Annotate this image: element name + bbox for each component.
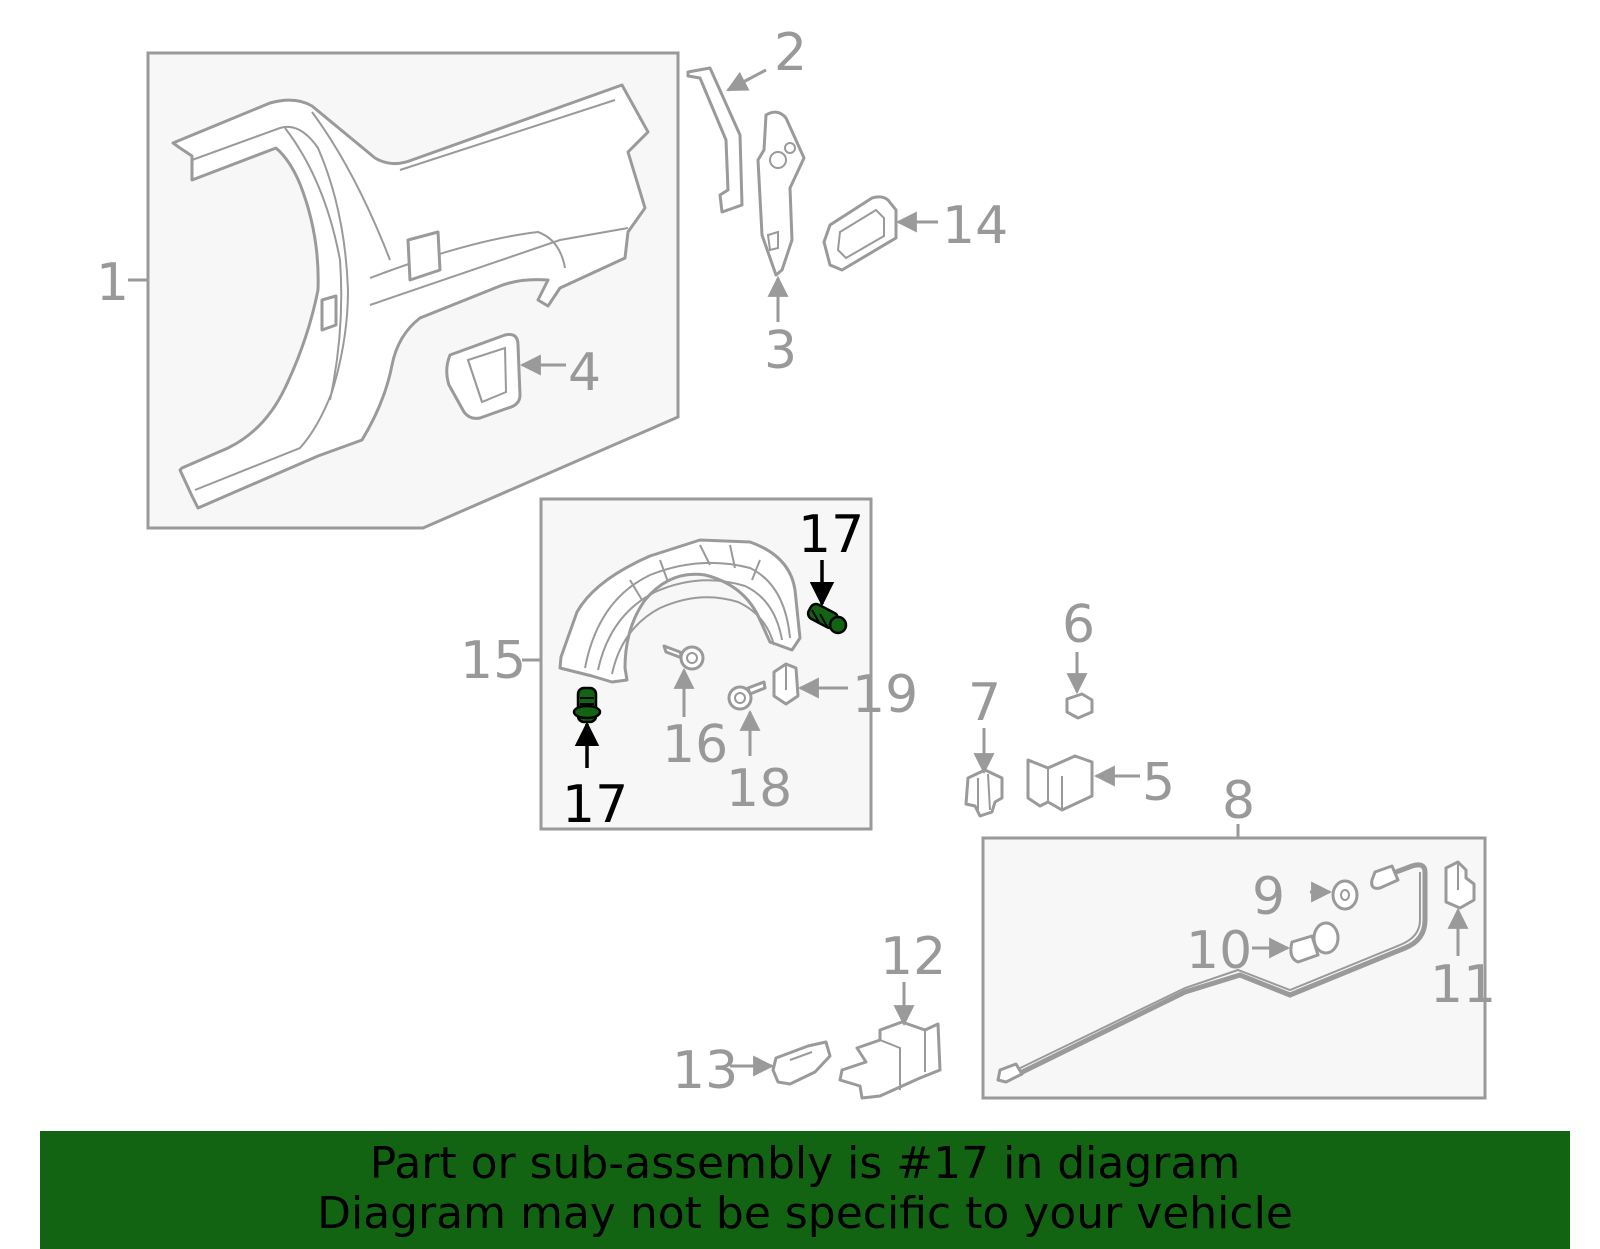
bracket-12 [838,1020,942,1100]
latch-7 [964,768,1004,818]
callout-2: 2 [774,23,807,83]
callout-8: 8 [1222,771,1255,831]
callout-labels: 1 2 3 4 5 6 7 8 9 10 11 12 13 14 15 16 1… [96,23,1496,1101]
cable-frame [981,836,1487,1100]
spacer-13 [771,1040,832,1086]
callout-13: 13 [672,1041,738,1101]
callout-17-upper: 17 [798,505,864,565]
quarter-panel-group [146,51,680,530]
fastener-17-upper [806,602,848,635]
pad-part [822,195,898,272]
callout-9: 9 [1252,867,1285,927]
callout-16: 16 [662,715,728,775]
fuel-filler-housing [445,333,522,420]
pillar-brace [686,66,744,214]
banner-line-2: Diagram may not be specific to your vehi… [317,1188,1293,1239]
quarter-panel-tab [406,230,442,282]
actuator-5 [1026,754,1094,812]
callout-19: 19 [852,665,918,725]
callout-4: 4 [568,343,601,403]
callout-15: 15 [460,631,526,691]
callout-11: 11 [1430,955,1496,1015]
callout-5: 5 [1142,753,1175,813]
leader-lines [128,68,1469,1077]
callout-12: 12 [880,927,946,987]
clip-19 [772,662,800,706]
fastener-17-lower [572,686,602,724]
callout-1: 1 [96,253,129,313]
screw-18 [727,680,767,711]
callout-10: 10 [1186,921,1252,981]
quarter-panel-part [171,83,650,510]
callout-7: 7 [968,673,1001,733]
cable-group [981,836,1487,1100]
callout-17-lower: 17 [562,775,628,835]
info-banner: Part or sub-assembly is #17 in diagram D… [40,1131,1570,1249]
clip-11 [1444,860,1476,910]
callout-6: 6 [1062,595,1095,655]
bracket-part [756,110,806,277]
grommet-10 [1289,921,1340,964]
callout-14: 14 [942,196,1008,256]
wheel-liner-part [558,538,802,684]
quarter-panel-inner-line [191,126,350,491]
block-6 [1065,692,1094,720]
banner-line-1: Part or sub-assembly is #17 in diagram [369,1138,1241,1189]
callout-18: 18 [726,759,792,819]
washer-9 [1331,879,1359,911]
wheel-liner-group [539,497,873,831]
callout-3: 3 [764,321,797,381]
